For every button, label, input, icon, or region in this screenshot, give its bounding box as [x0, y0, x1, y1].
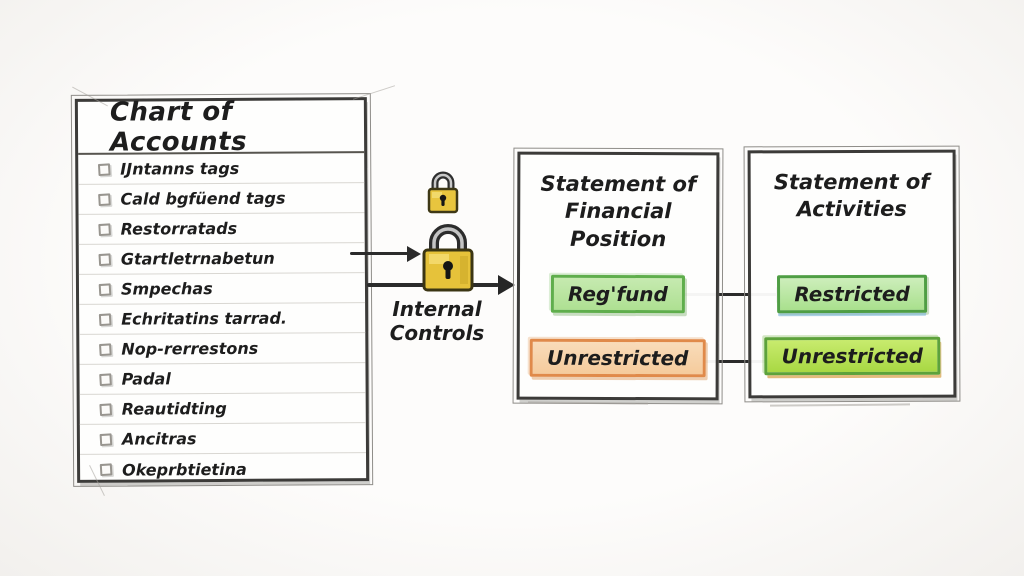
- statement-of-activities-panel: Statement of Activities Restricted Unres…: [743, 145, 961, 403]
- title-line: Position: [570, 226, 667, 251]
- list-item: Padal: [79, 363, 366, 395]
- list-item-label: Echritatins tarrad.: [121, 308, 288, 329]
- list-item-label: Smpechas: [120, 279, 213, 299]
- checkbox-icon: [99, 342, 112, 356]
- title-line: Statement of: [540, 171, 697, 197]
- internal-controls-label: Internal Controls: [372, 297, 502, 345]
- checkbox-icon: [99, 402, 113, 416]
- list-item-label: Gtartletrnabetun: [120, 248, 275, 269]
- checkbox-icon: [99, 463, 113, 477]
- arrow-regfund-to-restricted: [683, 293, 777, 296]
- statement-of-financial-position-title: Statement of Financial Position: [540, 171, 696, 253]
- list-item-label: Ancitras: [121, 429, 197, 449]
- checkbox-icon: [99, 432, 113, 446]
- title-line: Activities: [796, 197, 907, 222]
- list-item-label: Okeprbtietina: [122, 459, 247, 480]
- checkbox-icon: [97, 162, 111, 176]
- list-item: IJntanns tags: [78, 153, 365, 185]
- chart-of-accounts-title: Chart of Accounts: [77, 96, 365, 157]
- padlock-icon: [416, 216, 482, 300]
- checkbox-icon: [98, 252, 112, 266]
- list-item: Cald bgfüend tags: [78, 183, 365, 215]
- list-item-label: Padal: [121, 369, 171, 389]
- list-item: Echritatins tarrad.: [79, 303, 366, 335]
- list-item: Nop-rerrestons: [79, 333, 366, 365]
- statement-of-financial-position-panel: Statement of Financial Position Reg'fund…: [512, 147, 724, 405]
- checkbox-icon: [98, 312, 112, 326]
- list-item-label: IJntanns tags: [120, 158, 240, 179]
- title-line: Financial: [564, 199, 672, 224]
- internal-controls-line2: Controls: [389, 321, 485, 345]
- list-item-label: Restorratads: [120, 218, 238, 239]
- checkbox-icon: [98, 192, 111, 206]
- list-item: Smpechas: [78, 273, 366, 305]
- list-item: Restorratads: [78, 213, 365, 245]
- list-item: Reautidting: [79, 393, 366, 425]
- list-item: Gtartletrnabetun: [78, 243, 365, 275]
- list-item-label: Reautidting: [121, 398, 227, 419]
- regfund-badge: Reg'fund: [550, 274, 685, 314]
- arrow-list-to-lock: [350, 252, 408, 255]
- sketch-stroke: [352, 85, 396, 100]
- checkbox-icon: [99, 372, 112, 386]
- unrestricted-badge: Unrestricted: [764, 336, 941, 375]
- unrestricted-badge: Unrestricted: [529, 338, 706, 378]
- padlock-icon: [422, 168, 464, 220]
- list-item-label: Cald bgfüend tags: [120, 188, 286, 209]
- sketch-stroke: [527, 401, 649, 405]
- list-item: Ancitras: [79, 423, 366, 455]
- chart-of-accounts-panel: Chart of Accounts IJntanns tags Cald bgf…: [70, 93, 374, 487]
- internal-controls-line1: Internal: [392, 297, 482, 321]
- checkbox-icon: [98, 222, 111, 236]
- list-item: Okeprbtietina: [80, 453, 366, 485]
- restricted-badge: Restricted: [777, 274, 927, 313]
- statement-of-activities-title: Statement of Activities: [774, 169, 930, 251]
- list-item-label: Nop-rerrestons: [121, 338, 259, 359]
- checkbox-icon: [98, 282, 112, 296]
- title-line: Statement of: [773, 169, 930, 195]
- sketch-stroke: [769, 403, 911, 407]
- arrow-unrestricted-to-unrestricted: [687, 360, 780, 363]
